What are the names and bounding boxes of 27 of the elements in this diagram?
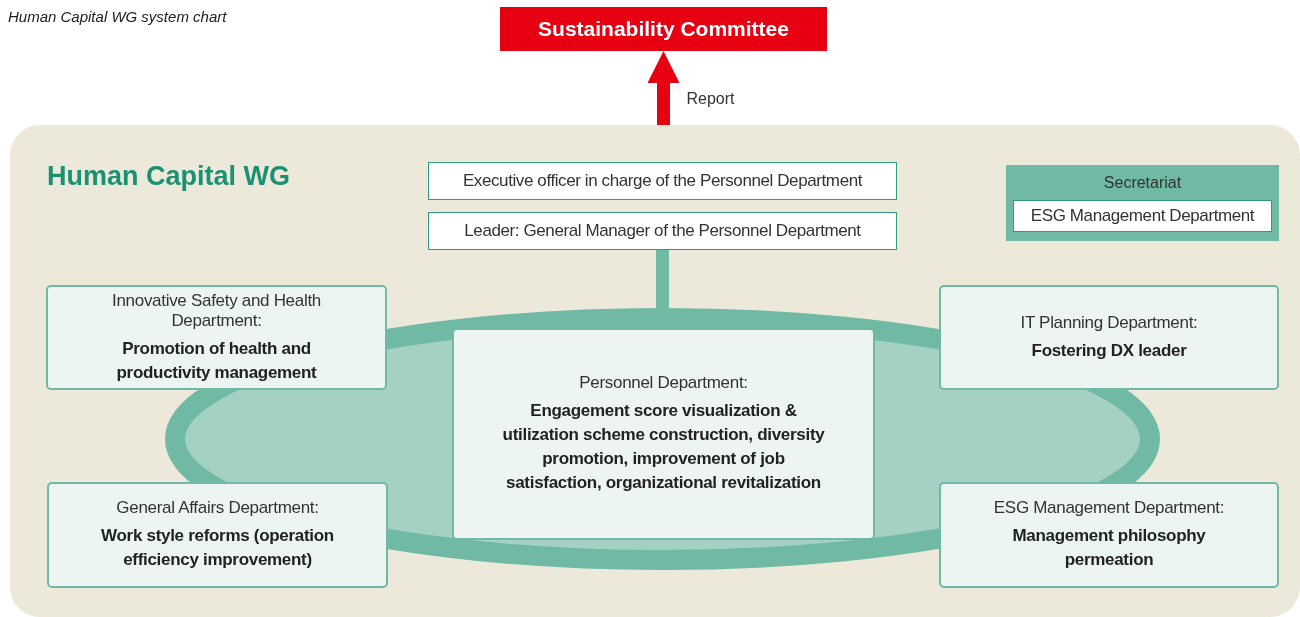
arrow <box>647 51 680 125</box>
role-box: Executive officer in charge of the Personnel Department <box>428 162 897 200</box>
department-name: Innovative Safety and Health Department: <box>111 290 322 331</box>
department-task: Management philosophy permeation <box>1011 525 1207 571</box>
department-task: Engagement score visualization & utilization scheme construction, diversity promotion, improvement of job satisfaction, organizational revitalization <box>501 400 826 494</box>
role-box: Leader: General Manager of the Personnel Department <box>428 212 897 250</box>
panel-title: Human Capital WG <box>47 161 290 192</box>
department-name: General Affairs Department: <box>116 498 319 519</box>
department-name: ESG Management Department: <box>993 498 1225 519</box>
department-name: Personnel Department: <box>579 373 748 394</box>
role-box: ESG Management Department <box>1013 200 1272 232</box>
group-panel <box>10 125 1300 617</box>
department-box <box>939 285 1279 390</box>
chart-title: Human Capital WG system chart <box>8 8 227 25</box>
department-box <box>939 482 1279 588</box>
connector-line <box>656 250 669 308</box>
committee-box: Sustainability Committee <box>500 7 827 51</box>
department-task: Work style reforms (operation efficiency improvement) <box>100 525 335 571</box>
department-task: Promotion of health and productivity management <box>115 337 318 384</box>
secretariat-box <box>1006 165 1279 241</box>
edge-label: Report <box>686 90 735 108</box>
department-box <box>47 482 388 588</box>
department-task: Fostering DX leader <box>1031 339 1187 362</box>
department-name: IT Planning Department: <box>1020 312 1198 333</box>
department-box <box>452 328 875 540</box>
box-heading: Secretariat <box>1102 174 1183 192</box>
department-box <box>46 285 387 390</box>
